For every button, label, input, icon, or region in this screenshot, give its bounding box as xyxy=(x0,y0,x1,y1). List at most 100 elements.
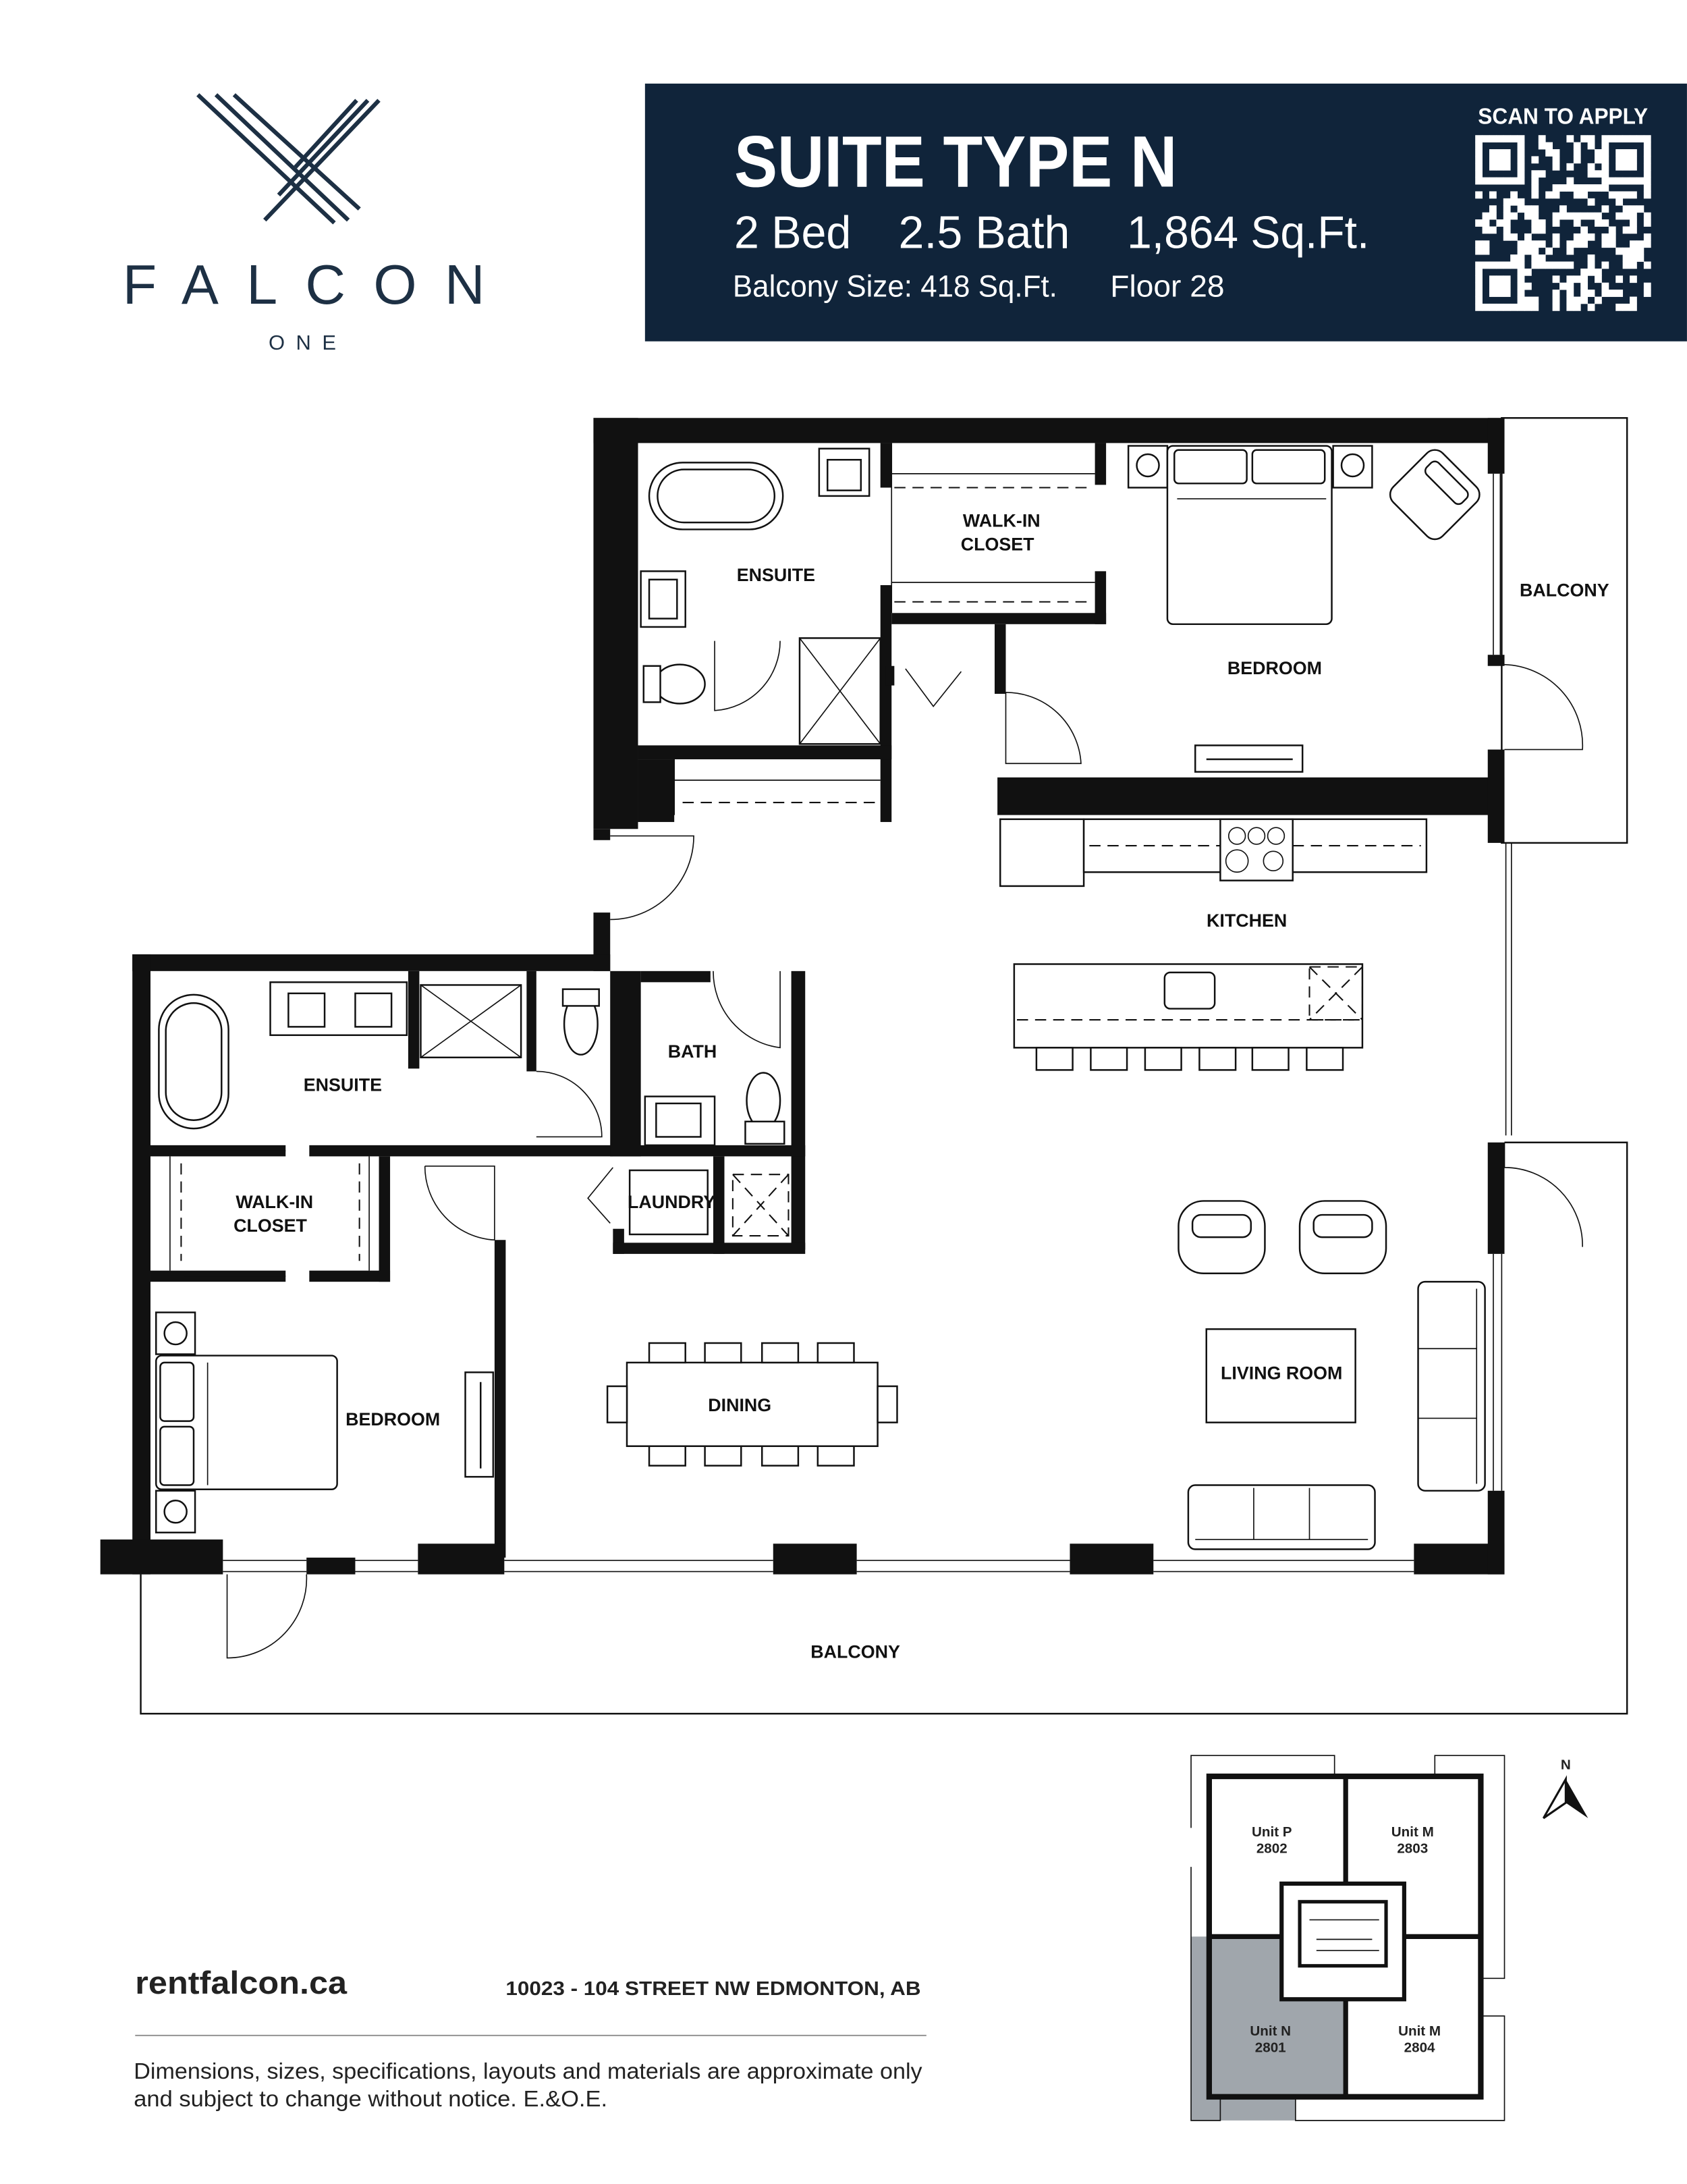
qr-module xyxy=(1496,156,1504,164)
qr-module xyxy=(1489,226,1497,234)
qr-module xyxy=(1552,303,1560,311)
qr-module xyxy=(1510,233,1518,241)
qr-module xyxy=(1503,156,1511,164)
qr-module xyxy=(1622,191,1630,199)
qr-module xyxy=(1510,212,1518,220)
qr-label: SCAN TO APPLY xyxy=(1478,104,1648,129)
qr-module xyxy=(1566,247,1574,255)
svg-text:N: N xyxy=(1561,1757,1571,1773)
qr-module xyxy=(1587,163,1595,171)
bath-count: 2.5 Bath xyxy=(899,207,1070,258)
qr-module xyxy=(1643,156,1651,164)
qr-module xyxy=(1475,219,1483,227)
qr-module xyxy=(1545,191,1553,199)
qr-module xyxy=(1622,149,1630,157)
qr-module xyxy=(1580,296,1588,304)
qr-module xyxy=(1630,156,1637,164)
qr-module xyxy=(1524,212,1532,220)
qr-module xyxy=(1615,290,1624,297)
qr-code[interactable] xyxy=(1475,135,1651,311)
qr-module xyxy=(1496,163,1504,171)
qr-module xyxy=(1489,212,1497,220)
qr-module xyxy=(1622,247,1630,255)
qr-module xyxy=(1552,240,1560,248)
qr-module xyxy=(1559,261,1567,269)
room-label-living-room: LIVING ROOM xyxy=(1221,1363,1342,1384)
room-label-walk-in-closet-left-2: CLOSET xyxy=(233,1216,307,1236)
qr-module xyxy=(1559,205,1567,213)
dresser xyxy=(464,1371,495,1478)
qr-module xyxy=(1643,191,1651,199)
qr-module xyxy=(1475,275,1483,283)
qr-module xyxy=(1538,254,1546,262)
qr-module xyxy=(1580,282,1588,290)
qr-module xyxy=(1503,282,1511,290)
qr-module xyxy=(1636,177,1644,185)
toilet-icon xyxy=(654,663,706,705)
qr-module xyxy=(1622,261,1630,269)
website-link[interactable]: rentfalcon.ca xyxy=(135,1965,347,2001)
qr-module xyxy=(1482,226,1490,234)
qr-module xyxy=(1517,177,1525,185)
shower-icon xyxy=(420,984,522,1059)
qr-module xyxy=(1622,226,1630,234)
qr-module xyxy=(1531,240,1539,248)
qr-module xyxy=(1489,163,1497,171)
qr-module xyxy=(1517,247,1525,255)
qr-module xyxy=(1503,303,1511,311)
qr-module xyxy=(1559,184,1567,192)
qr-module xyxy=(1643,135,1651,143)
unit-n-number: 2801 xyxy=(1255,2040,1286,2056)
qr-module xyxy=(1489,156,1497,164)
qr-module xyxy=(1595,184,1602,192)
disclaimer-line-2: and subject to change without notice. E.… xyxy=(134,2086,607,2111)
bed-count: 2 Bed xyxy=(734,207,851,258)
qr-module xyxy=(1643,212,1651,220)
qr-module xyxy=(1510,198,1518,206)
qr-module xyxy=(1566,261,1574,269)
qr-module xyxy=(1503,198,1511,206)
qr-module xyxy=(1496,219,1504,227)
qr-module xyxy=(1587,135,1595,143)
armchair-icon xyxy=(1389,449,1481,541)
cooktop-icon xyxy=(1219,818,1294,881)
qr-module xyxy=(1482,135,1490,143)
qr-module xyxy=(1643,177,1651,185)
qr-module xyxy=(1643,142,1651,150)
room-label-balcony-bottom: BALCONY xyxy=(810,1642,900,1662)
qr-module xyxy=(1566,275,1574,283)
qr-module xyxy=(1531,254,1539,262)
qr-module xyxy=(1503,177,1511,185)
qr-module xyxy=(1580,191,1588,199)
room-label-walk-in-closet-upper-2: CLOSET xyxy=(961,534,1034,554)
qr-module xyxy=(1524,247,1532,255)
qr-module xyxy=(1622,303,1630,311)
qr-module xyxy=(1475,191,1483,199)
qr-module xyxy=(1601,149,1609,157)
qr-module xyxy=(1573,275,1581,283)
qr-module xyxy=(1573,212,1581,220)
armchair-icon xyxy=(1178,1200,1266,1275)
qr-module xyxy=(1496,303,1504,311)
qr-module xyxy=(1643,290,1651,297)
qr-module xyxy=(1552,163,1560,171)
qr-module xyxy=(1517,254,1525,262)
shower-icon xyxy=(798,637,881,745)
qr-module xyxy=(1524,240,1532,248)
room-label-laundry: LAUNDRY xyxy=(628,1192,715,1212)
unit-m-2804-number: 2804 xyxy=(1404,2040,1435,2056)
qr-module xyxy=(1601,261,1609,269)
kitchen-fixtures xyxy=(999,818,1428,1071)
balcony-size: Balcony Size: 418 Sq.Ft. xyxy=(733,269,1057,304)
qr-module xyxy=(1601,205,1609,213)
qr-module xyxy=(1587,290,1595,297)
doors[interactable] xyxy=(184,640,1584,1659)
qr-module xyxy=(1475,261,1483,269)
qr-module xyxy=(1615,149,1624,157)
qr-module xyxy=(1538,226,1546,234)
qr-module xyxy=(1482,177,1490,185)
qr-module xyxy=(1531,212,1539,220)
qr-module xyxy=(1475,149,1483,157)
qr-module xyxy=(1630,247,1637,255)
